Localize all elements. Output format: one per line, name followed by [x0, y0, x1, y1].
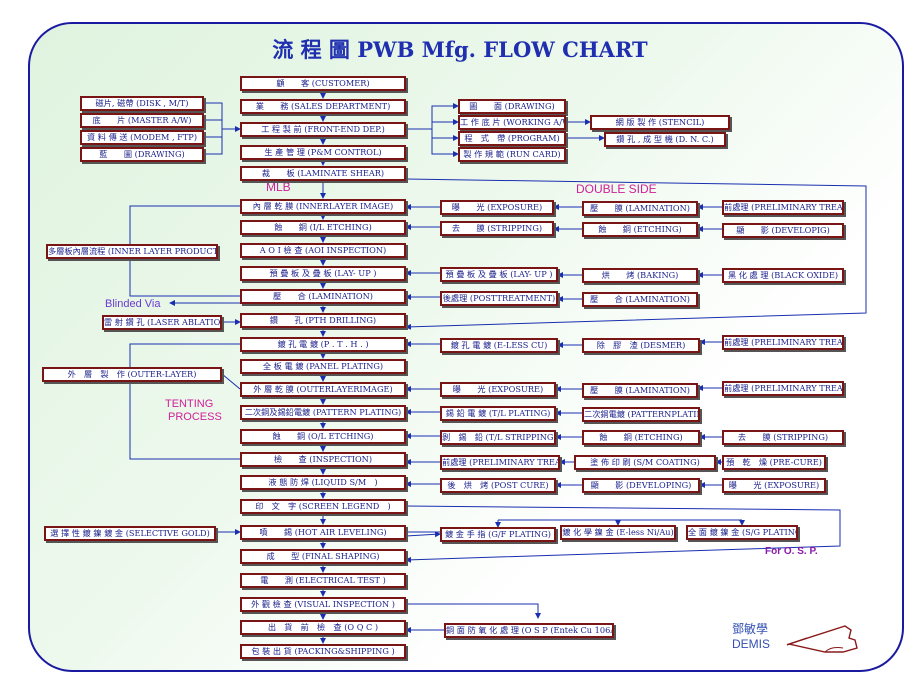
sub-step-r6: 顯 影 (DEVELOPIG)	[722, 223, 844, 238]
main-step-m13: 全 板 電 鍍 (PANEL PLATING)	[240, 359, 406, 374]
connector-line	[129, 250, 240, 297]
sub-step-r18: 錫 鉛 電 鍍 (T/L PLATING)	[440, 406, 556, 421]
main-step-m15: 二次銅及錫鉛電鍍 (PATTERN PLATING)	[240, 405, 406, 420]
side-step-s1: 多層板內層流程 (INNER LAYER PRODUCT)	[46, 244, 218, 259]
side-step-s3: 外 層 製 作 (OUTER-LAYER)	[42, 367, 222, 382]
sub-step-r20: 剝 錫 鉛 (T/L STRIPPING)	[440, 430, 556, 445]
main-step-m8: A O I 檢 查 (AOI INSPECTION)	[240, 243, 406, 258]
connector-line	[406, 119, 459, 130]
main-step-m23: 外 觀 檢 查 (VISUAL INSPECTION )	[240, 597, 406, 612]
main-step-m3: 工 程 製 前 (FRONT-END DEP.)	[240, 122, 406, 137]
sub-step-r12: 鍍 孔 電 鍍 (E-LESS CU)	[440, 338, 558, 353]
hand-writing-icon	[786, 625, 858, 653]
main-step-m19: 印 文 字 (SCREEN LEGEND )	[240, 499, 406, 514]
main-step-m6: 內 層 乾 膜 (INNERLAYER IMAGE)	[240, 199, 406, 214]
main-step-m21: 成 型 (FINAL SHAPING)	[240, 549, 406, 564]
author-signature: 鄧敏學 DEMIS	[732, 622, 770, 652]
sub-step-r31: 全 面 鍍 鎳 金 (S/G PLATING)	[686, 525, 798, 540]
input-step-l3: 資 料 傳 送 (MODEM , FTP)	[80, 130, 204, 145]
sub-step-r1: 曝 光 (EXPOSURE)	[440, 200, 554, 215]
connector-line	[221, 373, 241, 390]
sub-step-r32: 銅 面 防 氧 化 處 理 (O S P (Entek Cu 106A)	[444, 623, 614, 638]
main-step-m1: 顧 客 (CUSTOMER)	[240, 76, 406, 91]
main-step-m7: 蝕 銅 (I/L ETCHING)	[240, 220, 406, 235]
input-step-l2: 底 片 (MASTER A/W)	[80, 113, 204, 128]
main-step-m11: 鑽 孔 (PTH DRILLING)	[240, 313, 406, 328]
main-step-m22: 電 測 (ELECTRICAL TEST )	[240, 573, 406, 588]
sub-step-r21: 蝕 銅 (ETCHING)	[582, 430, 700, 445]
sub-step-r24: 塗 佈 印 刷 (S/M COATING)	[574, 455, 716, 470]
sub-step-r30: 鍍 化 學 鎳 金 (E-less Ni/Au)	[560, 525, 676, 540]
double-side-label: DOUBLE SIDE	[576, 182, 657, 196]
for-osp-label: For O. S. P.	[765, 546, 818, 557]
sub-step-r2: 壓 膜 (LAMINATION)	[582, 201, 698, 216]
sub-step-r17: 前處理 (PRELIMINARY TREATMENT )	[722, 381, 844, 396]
main-step-m25: 包 裝 出 貨 (PACKING&SHIPPING )	[240, 644, 406, 659]
sub-step-r4: 去 膜 (STRIPPING)	[440, 221, 554, 236]
connector-line	[406, 128, 459, 157]
sub-step-r11: 壓 合 (LAMINATION)	[582, 292, 698, 307]
main-step-m5: 裁 板 (LAMINATE SHEAR)	[240, 166, 406, 181]
sub-step-r13: 除 膠 渣 (DESMER)	[582, 338, 700, 353]
main-step-m12: 鍍 孔 電 鍍 (P . T . H . )	[240, 337, 406, 352]
main-step-m16: 蝕 銅 (O/L ETCHING)	[240, 429, 406, 444]
sub-step-r26: 後 烘 烤 (POST CURE)	[440, 478, 556, 493]
main-step-m17: 檢 查 (INSPECTION)	[240, 452, 406, 467]
frontend-step-f3: 程 式 帶 (PROGRAM)	[458, 131, 566, 146]
side-step-s2: 雷 射 鑽 孔 (LASER ABLATION)	[102, 315, 222, 330]
connector-line	[405, 178, 867, 330]
sub-step-r27: 顯 影 (DEVELOPING)	[582, 478, 700, 493]
frontend-step-f4: 製 作 規 範 (RUN CARD)	[458, 147, 566, 162]
input-step-l1: 磁片, 磁帶 (DISK , M/T)	[80, 96, 204, 111]
connector-line	[406, 603, 541, 619]
process-label: PROCESS	[168, 411, 222, 423]
sub-step-r14: 前處理 (PRELIMINARY TREATMENT )	[722, 335, 844, 350]
tenting-label: TENTING	[165, 398, 214, 410]
sub-step-r5: 蝕 銅 (ETCHING)	[582, 222, 698, 237]
main-step-m24: 出 貨 前 檢 查 (O Q C )	[240, 620, 406, 635]
sub-step-r25: 預 乾 燥 (PRE-CURE)	[722, 455, 826, 470]
frontend-step-f5: 網 版 製 作 (STENCIL)	[590, 115, 730, 130]
sub-step-r9: 黑 化 處 理 (BLACK OXIDE)	[722, 268, 844, 283]
frontend-step-f1: 圖 面 (DRAWING)	[458, 99, 566, 114]
frontend-step-f2: 工 作 底 片 (WORKING A/W)	[458, 115, 566, 130]
main-step-m4: 生 產 管 理 (P&M CONTROL)	[240, 145, 406, 160]
signature-chinese-name: 鄧敏學	[732, 622, 769, 636]
input-step-l4: 藍 圖 (DRAWING)	[80, 147, 204, 162]
sub-step-r29: 鍍 金 手 指 (G/F PLATING)	[440, 527, 556, 542]
frontend-step-f6: 鑽 孔 , 成 型 機 (D. N. C.)	[604, 132, 726, 147]
main-step-m9: 預 疊 板 及 疊 板 (LAY- UP )	[240, 266, 406, 281]
sub-step-r7: 預 疊 板 及 疊 板 (LAY- UP )	[440, 267, 558, 282]
main-step-m2: 業 務 (SALES DEPARTMENT)	[240, 99, 406, 114]
main-step-m10: 壓 合 (LAMINATION)	[240, 289, 406, 304]
sub-step-r28: 曝 光 (EXPOSURE)	[722, 478, 826, 493]
connector-line	[405, 505, 841, 563]
main-step-m14: 外 層 乾 膜 (OUTERLAYERIMAGE)	[240, 382, 406, 397]
sub-step-r8: 烘 烤 (BAKING)	[582, 268, 698, 283]
main-step-m20: 噴 錫 (HOT AIR LEVELING)	[240, 525, 406, 540]
connector-line	[129, 343, 240, 460]
connector-line	[204, 128, 240, 155]
side-step-s4: 選 擇 性 鍍 鎳 鍍 金 (SELECTIVE GOLD)	[44, 526, 216, 541]
sub-step-r15: 曝 光 (EXPOSURE)	[440, 382, 556, 397]
signature-english-name: DEMIS	[732, 637, 771, 651]
sub-step-r3: 前處理 (PRELIMINARY TREATMENT )	[722, 200, 844, 215]
sub-step-r16: 壓 膜 (LAMINATION)	[582, 383, 698, 398]
blinded-via-label: Blinded Via	[105, 298, 161, 310]
sub-step-r10: 後處理 (POSTTREATMENT)	[440, 291, 558, 306]
main-step-m18: 液 態 防 焊 (LIQUID S/M )	[240, 475, 406, 490]
mlb-label: MLB	[266, 180, 291, 194]
connector-line	[405, 531, 441, 538]
sub-step-r22: 去 膜 (STRIPPING)	[722, 430, 844, 445]
sub-step-r23: 前處理 (PRELIMINARY TREATMENT )	[440, 455, 560, 470]
connector-line	[204, 119, 240, 130]
page-title: 流 程 圖 PWB Mfg. FLOW CHART	[272, 37, 648, 62]
